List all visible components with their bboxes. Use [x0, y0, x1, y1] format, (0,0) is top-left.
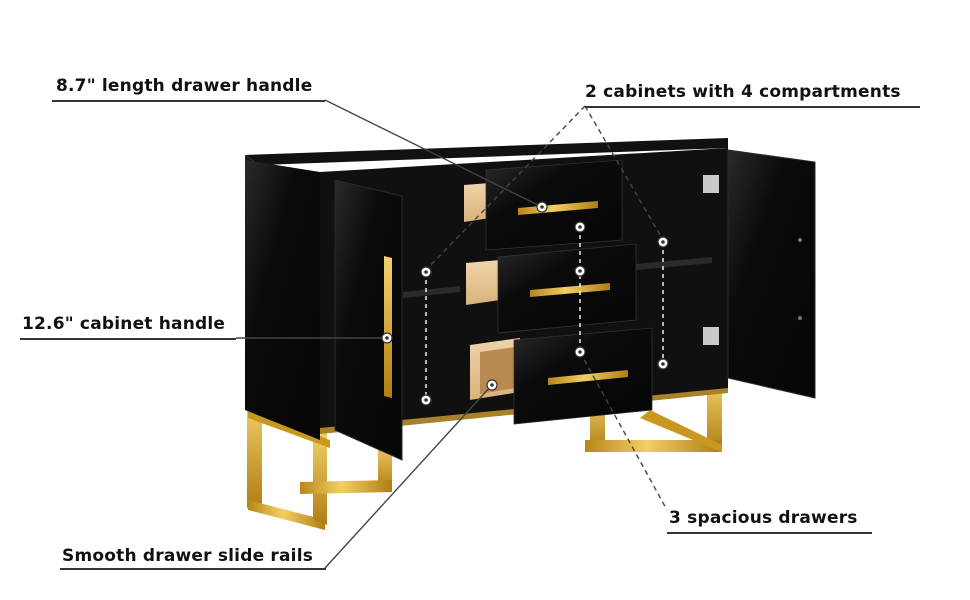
- callout-underline: [60, 568, 326, 570]
- callout-cabinet-handle: 12.6" cabinet handle: [22, 314, 226, 334]
- callout-drawer-handle: 8.7" length drawer handle: [56, 76, 313, 96]
- callout-drawers: 3 spacious drawers: [669, 508, 858, 528]
- annotation-markers: [381, 201, 669, 406]
- right-cabinet-door: [703, 149, 816, 399]
- left-cabinet-door: [334, 179, 403, 461]
- drawer-boxes-wood: [464, 183, 520, 400]
- drawer-fronts: [485, 159, 653, 425]
- callout-slide-rails: Smooth drawer slide rails: [62, 546, 314, 566]
- callout-cabinets: 2 cabinets with 4 compartments: [585, 82, 901, 102]
- callout-underline: [20, 338, 236, 340]
- callout-underline: [585, 106, 920, 108]
- annotation-lines: [236, 99, 668, 569]
- callout-underline: [667, 532, 872, 534]
- callout-underline: [52, 100, 325, 102]
